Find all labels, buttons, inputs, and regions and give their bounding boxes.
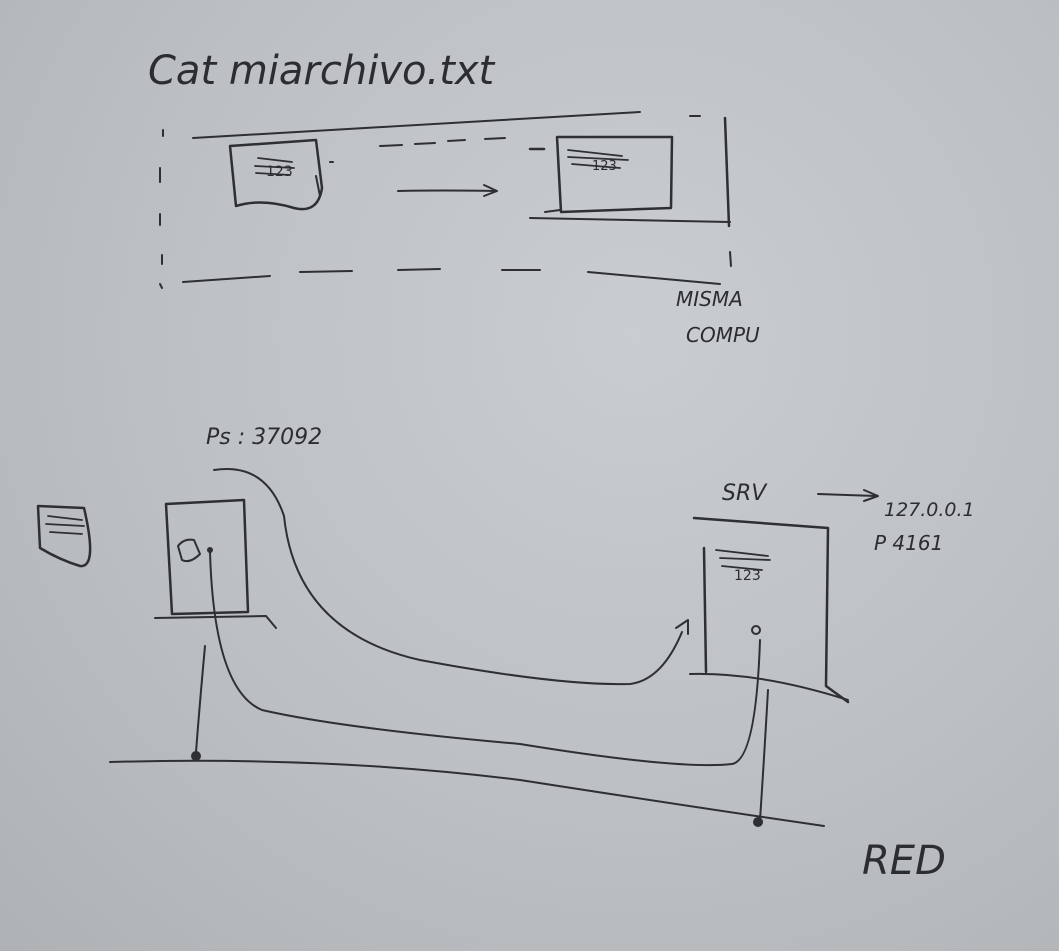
server-network-drop — [759, 689, 769, 821]
server-ip-text: 127.0.0.1 — [884, 499, 975, 521]
client-machine — [154, 498, 277, 629]
top-note-line1: MISMA — [676, 287, 743, 311]
file-glyph-text: 123 — [266, 164, 293, 180]
client-network-drop — [195, 645, 206, 753]
request-arrowhead-icon — [675, 619, 689, 635]
client-port-label: Ps : 37092 — [206, 425, 322, 450]
server-label: SRV — [722, 481, 768, 506]
top-note-line2: COMPU — [686, 323, 760, 347]
client-socket-icon — [207, 547, 213, 553]
title-text: Cat miarchivo.txt — [148, 48, 496, 94]
network-label: RED — [862, 838, 946, 884]
same-computer-frame — [159, 111, 732, 289]
left-file-icon — [36, 504, 92, 568]
client-network-node — [191, 751, 201, 761]
client-file-document: 123 — [228, 138, 334, 211]
server-machine: 123 — [689, 516, 850, 704]
server-monitor: 123 — [529, 135, 731, 223]
server-socket-icon — [751, 625, 761, 635]
file-glyph-text-server-bottom: 123 — [734, 568, 761, 584]
server-network-node — [753, 817, 763, 827]
server-pointer-arrow — [817, 489, 879, 502]
dashed-link — [379, 137, 546, 151]
server-port-text: P 4161 — [874, 531, 943, 555]
transfer-arrow — [397, 184, 498, 197]
network-bus-line — [109, 759, 825, 827]
request-connection-line — [213, 468, 683, 686]
response-connection-line — [209, 551, 761, 767]
file-glyph-text-server: 123 — [592, 159, 617, 174]
